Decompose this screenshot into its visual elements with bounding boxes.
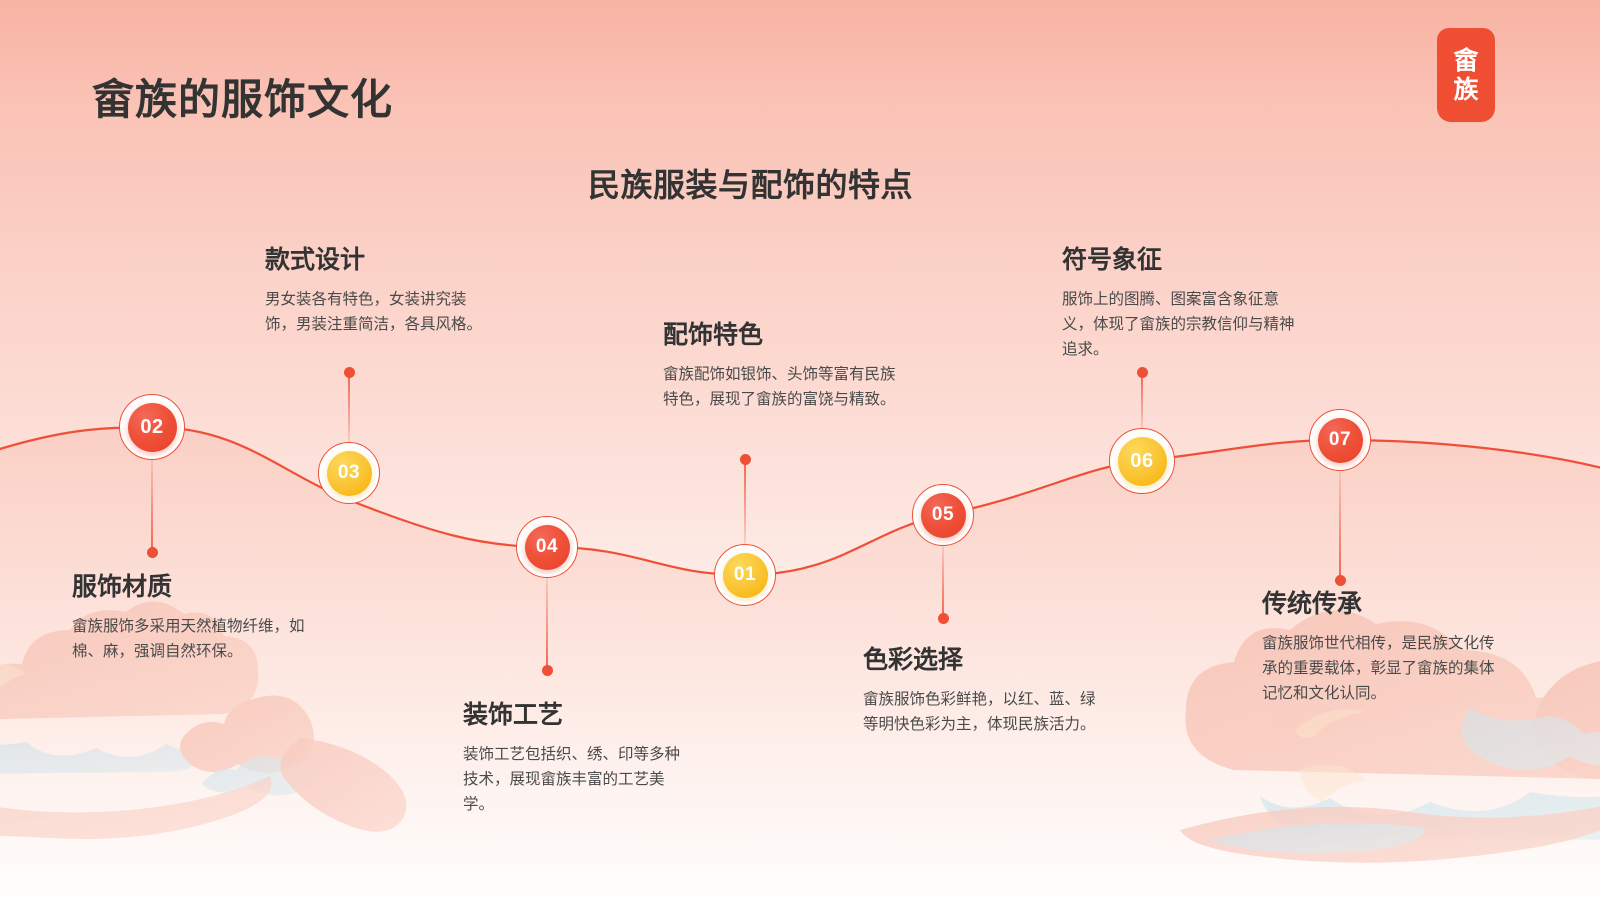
timeline-node-02[interactable]: 02 <box>119 394 185 460</box>
info-block-07: 传统传承畲族服饰世代相传，是民族文化传承的重要载体，彰显了畲族的集体记忆和文化认… <box>1262 589 1502 706</box>
node-number-05: 05 <box>920 492 966 538</box>
timeline-node-01[interactable]: 01 <box>714 544 776 606</box>
leader-dot-02 <box>146 546 158 558</box>
info-block-description: 畲族服饰色彩鲜艳，以红、蓝、绿等明快色彩为主，体现民族活力。 <box>863 691 1096 734</box>
info-block-03: 款式设计男女装各有特色，女装讲究装饰，男装注重简洁，各具风格。 <box>265 245 495 337</box>
info-block-description: 男女装各有特色，女装讲究装饰，男装注重简洁，各具风格。 <box>265 291 483 334</box>
info-block-title: 色彩选择 <box>863 646 964 674</box>
timeline-node-04[interactable]: 04 <box>516 516 578 578</box>
leader-line-03 <box>348 372 350 442</box>
info-block-01: 配饰特色畲族配饰如银饰、头饰等富有民族特色，展现了畲族的富饶与精致。 <box>663 320 898 412</box>
node-number-01: 01 <box>722 552 768 598</box>
info-block-04: 装饰工艺装饰工艺包括织、绣、印等多种技术，展现畲族丰富的工艺美学。 <box>463 700 693 817</box>
node-number-04: 04 <box>524 524 570 570</box>
seal-stamp: 畲 族 <box>1437 28 1495 122</box>
node-number-02: 02 <box>127 402 177 452</box>
info-block-title: 款式设计 <box>265 246 366 274</box>
leader-dot-05 <box>937 612 949 624</box>
info-block-description: 畲族服饰多采用天然植物纤维，如棉、麻，强调自然环保。 <box>72 618 305 661</box>
seal-char-1: 畲 <box>1453 46 1479 75</box>
info-block-title: 配饰特色 <box>663 321 764 349</box>
node-number-03: 03 <box>326 450 372 496</box>
info-block-06: 符号象征服饰上的图腾、图案富含象征意义，体现了畲族的宗教信仰与精神追求。 <box>1062 245 1297 362</box>
info-block-description: 装饰工艺包括织、绣、印等多种技术，展现畲族丰富的工艺美学。 <box>463 746 681 814</box>
leader-dot-04 <box>541 664 553 676</box>
leader-dot-07 <box>1334 574 1346 586</box>
leader-dot-06 <box>1136 366 1148 378</box>
leader-line-02 <box>151 460 153 552</box>
info-block-02: 服饰材质畲族服饰多采用天然植物纤维，如棉、麻，强调自然环保。 <box>72 572 317 664</box>
page-subtitle: 民族服装与配饰的特点 <box>588 167 914 203</box>
node-number-06: 06 <box>1117 436 1167 486</box>
leader-line-07 <box>1339 472 1341 580</box>
leader-line-05 <box>942 546 944 618</box>
node-number-07: 07 <box>1317 417 1363 463</box>
info-block-title: 传统传承 <box>1262 590 1363 618</box>
info-block-description: 畲族配饰如银饰、头饰等富有民族特色，展现了畲族的富饶与精致。 <box>663 366 896 409</box>
info-block-title: 装饰工艺 <box>463 701 564 729</box>
info-block-description: 畲族服饰世代相传，是民族文化传承的重要载体，彰显了畲族的集体记忆和文化认同。 <box>1262 635 1495 703</box>
seal-char-2: 族 <box>1453 75 1479 104</box>
info-block-05: 色彩选择畲族服饰色彩鲜艳，以红、蓝、绿等明快色彩为主，体现民族活力。 <box>863 645 1098 737</box>
leader-line-04 <box>546 578 548 670</box>
leader-line-01 <box>744 459 746 545</box>
leader-dot-01 <box>739 453 751 465</box>
page-title: 畲族的服饰文化 <box>92 76 394 123</box>
info-block-description: 服饰上的图腾、图案富含象征意义，体现了畲族的宗教信仰与精神追求。 <box>1062 291 1295 359</box>
timeline-node-03[interactable]: 03 <box>318 442 380 504</box>
timeline-node-06[interactable]: 06 <box>1109 428 1175 494</box>
timeline-node-05[interactable]: 05 <box>912 484 974 546</box>
info-block-title: 符号象征 <box>1062 246 1163 274</box>
leader-line-06 <box>1141 372 1143 430</box>
leader-dot-03 <box>343 366 355 378</box>
info-block-title: 服饰材质 <box>72 573 173 601</box>
timeline-node-07[interactable]: 07 <box>1309 409 1371 471</box>
